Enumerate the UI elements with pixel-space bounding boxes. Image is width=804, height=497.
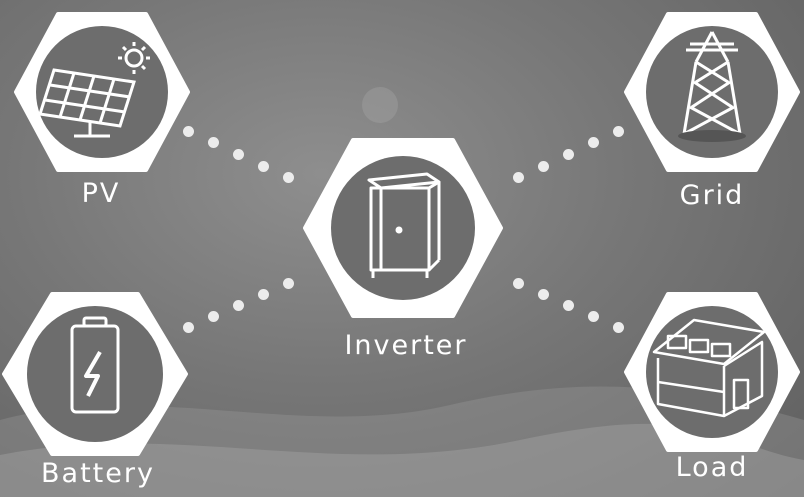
pv-node[interactable] bbox=[14, 12, 190, 172]
battery-node[interactable] bbox=[0, 292, 190, 457]
house-load-icon bbox=[652, 318, 766, 418]
load-label: Load bbox=[675, 452, 749, 483]
solar-panel-icon bbox=[38, 42, 150, 138]
inverter-cabinet-icon bbox=[367, 172, 441, 278]
battery-charging-icon bbox=[70, 316, 120, 414]
battery-label: Battery bbox=[41, 458, 155, 489]
pv-label: PV bbox=[81, 178, 121, 209]
grid-label: Grid bbox=[679, 180, 745, 211]
load-node[interactable] bbox=[624, 292, 800, 452]
transmission-tower-icon bbox=[678, 31, 746, 142]
grid-node[interactable] bbox=[624, 12, 800, 172]
inverter-node[interactable] bbox=[303, 138, 503, 318]
inverter-label: Inverter bbox=[344, 330, 468, 361]
